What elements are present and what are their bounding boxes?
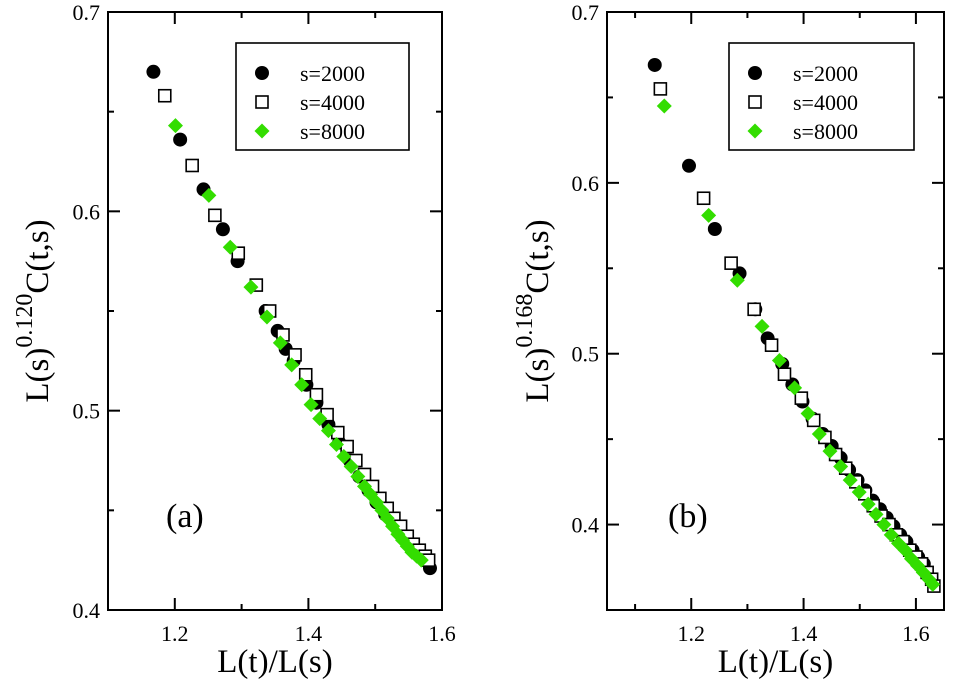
data-point <box>215 222 230 237</box>
series-2 <box>157 88 436 567</box>
data-point <box>822 443 838 459</box>
data-point <box>272 335 288 351</box>
y-axis-label: L(s)0.168C(t,s) <box>512 219 556 402</box>
data-point <box>701 207 717 223</box>
y-tick-label: 0.7 <box>73 0 101 25</box>
series-3 <box>167 118 429 568</box>
x-tick-label: 1.4 <box>295 621 323 646</box>
data-point <box>157 88 172 103</box>
panel-label: (b) <box>668 498 708 535</box>
legend-label: s=4000 <box>793 90 858 115</box>
data-point <box>328 437 344 453</box>
legend-marker <box>747 123 763 139</box>
x-axis-label: L(t)/L(s) <box>217 644 332 680</box>
y-axis-label-prefix: L(s) <box>20 348 56 403</box>
legend-label: s=4000 <box>300 90 365 115</box>
legend-marker <box>254 123 270 139</box>
data-point <box>294 377 310 393</box>
y-axis-label: L(s)0.120C(t,s) <box>12 219 56 402</box>
y-tick-label: 0.7 <box>572 0 600 25</box>
data-point <box>259 309 275 325</box>
data-point <box>284 357 300 373</box>
legend-marker <box>748 66 762 80</box>
data-point <box>167 118 183 134</box>
data-point <box>222 239 238 255</box>
legend-label: s=8000 <box>793 119 858 144</box>
x-tick-label: 1.6 <box>428 621 456 646</box>
data-point <box>243 279 259 295</box>
data-point <box>868 506 884 522</box>
data-point <box>764 338 779 352</box>
data-point <box>771 353 787 369</box>
data-point <box>208 208 222 223</box>
data-point <box>876 517 892 533</box>
legend: s=2000 s=4000 s=8000 <box>728 42 915 151</box>
data-point <box>343 458 359 474</box>
data-point <box>860 496 876 512</box>
legend-marker <box>255 95 269 109</box>
data-point <box>925 576 941 592</box>
series-3 <box>656 98 941 592</box>
y-axis-label-exponent: 0.168 <box>512 294 538 348</box>
data-point <box>173 132 188 147</box>
data-point <box>312 411 328 427</box>
data-point <box>185 158 199 173</box>
x-tick-label: 1.4 <box>790 621 818 646</box>
data-point <box>653 82 668 96</box>
data-point <box>336 449 352 465</box>
data-point <box>656 98 672 114</box>
y-axis-label-suffix: C(t,s) <box>520 219 556 293</box>
data-point <box>754 318 770 334</box>
legend-marker <box>255 66 269 80</box>
data-point <box>842 472 858 488</box>
panel-label: (a) <box>166 498 204 535</box>
x-tick-label: 1.2 <box>678 621 706 646</box>
data-point <box>413 552 429 568</box>
y-tick-label: 0.4 <box>572 513 600 538</box>
data-point <box>747 302 761 317</box>
y-tick-label: 0.6 <box>572 171 600 196</box>
data-point <box>787 380 803 396</box>
chart-panel-1: 1.2 1.4 1.6 0.4 0.5 0.6 0.7L(t)/L(s) L(s)0.120C… <box>12 0 456 680</box>
data-point <box>729 272 745 288</box>
data-point <box>851 484 867 500</box>
legend-label: s=2000 <box>793 61 858 86</box>
data-point <box>794 391 809 405</box>
legend-marker <box>748 95 762 109</box>
x-axis-label: L(t)/L(s) <box>718 644 833 680</box>
y-tick-label: 0.4 <box>73 598 101 623</box>
data-point <box>303 397 319 413</box>
legend-label: s=2000 <box>300 61 365 86</box>
data-point <box>320 423 336 439</box>
y-axis-label-suffix: C(t,s) <box>20 219 56 293</box>
data-point <box>777 367 792 382</box>
y-tick-label: 0.5 <box>73 399 101 424</box>
data-point <box>724 256 738 270</box>
data-point <box>647 57 662 72</box>
data-point <box>146 64 161 79</box>
data-point <box>309 387 324 402</box>
x-tick-label: 1.6 <box>902 621 930 646</box>
data-point <box>231 246 246 260</box>
data-point <box>800 406 816 422</box>
y-tick-label: 0.6 <box>73 199 101 224</box>
x-tick-label: 1.2 <box>161 621 189 646</box>
data-point <box>696 191 711 206</box>
y-axis-label-exponent: 0.120 <box>12 294 38 348</box>
data-point <box>833 458 849 474</box>
data-point <box>350 468 366 484</box>
plot-frame <box>606 11 945 611</box>
data-point <box>707 221 722 236</box>
y-tick-label: 0.5 <box>572 342 600 367</box>
data-point <box>883 527 899 543</box>
y-axis-label-prefix: L(s) <box>520 348 556 403</box>
legend-label: s=8000 <box>300 119 365 144</box>
chart-panel-2: 1.2 1.4 1.6 0.4 0.5 0.6 0.7L(t)/L(s) L(s)0.168C… <box>512 0 945 680</box>
legend: s=2000 s=4000 s=8000 <box>235 42 410 151</box>
data-point <box>201 187 217 203</box>
data-point <box>682 158 697 173</box>
data-point <box>811 426 827 442</box>
data-point <box>298 367 313 382</box>
